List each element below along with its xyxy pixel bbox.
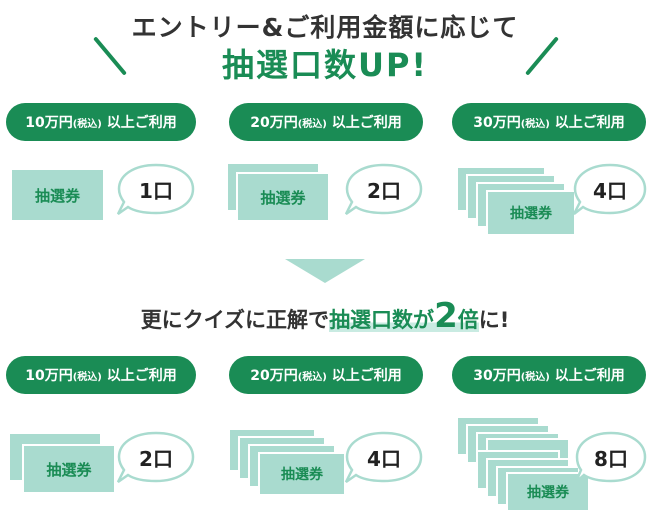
- lottery-ticket: 抽選券: [236, 172, 330, 222]
- lottery-ticket: 抽選券: [22, 444, 116, 494]
- tier-amount: 30万円: [473, 368, 521, 384]
- tier-pill-200k: 20万円(税込) 以上ご利用: [229, 103, 423, 141]
- headline-entry-amount: エントリー&ご利用金額に応じて: [131, 13, 519, 42]
- headline-chances-up: 抽選口数UP!: [221, 46, 429, 84]
- quiz-suffix: に!: [478, 308, 510, 332]
- tier-suffix: 以上ご利用: [554, 368, 625, 384]
- chance-bubble: 2口: [344, 160, 424, 218]
- tier-tax-note: (税込): [72, 371, 102, 383]
- tier-pill-200k-quiz: 20万円(税込) 以上ご利用: [229, 356, 423, 394]
- chance-count: 1口: [139, 178, 173, 203]
- quiz-prefix: 更にクイズに正解で: [140, 308, 330, 332]
- tier-suffix: 以上ご利用: [106, 368, 177, 384]
- down-arrow-icon: [285, 259, 365, 283]
- tier-amount: 30万円: [473, 115, 521, 131]
- lottery-ticket: 抽選券: [258, 452, 346, 496]
- quiz-bonus-headline: 更にクイズに正解で抽選口数が2倍に!: [0, 296, 650, 336]
- tier-tax-note: (税込): [297, 118, 327, 130]
- chance-bubble: 2口: [116, 428, 196, 486]
- tier-pill-300k: 30万円(税込) 以上ご利用: [452, 103, 646, 141]
- tier-pill-300k-quiz: 30万円(税込) 以上ご利用: [452, 356, 646, 394]
- tier-suffix: 以上ご利用: [331, 115, 402, 131]
- tier-amount: 20万円: [250, 368, 298, 384]
- tier-amount: 20万円: [250, 115, 298, 131]
- chance-count: 2口: [367, 178, 401, 203]
- tier-suffix: 以上ご利用: [106, 115, 177, 131]
- tier-suffix: 以上ご利用: [331, 368, 402, 384]
- tier-amount: 10万円: [25, 115, 73, 131]
- tier-tax-note: (税込): [520, 118, 550, 130]
- tier-pill-100k-quiz: 10万円(税込) 以上ご利用: [6, 356, 196, 394]
- chance-count: 4口: [367, 446, 401, 471]
- quiz-multiplier: 2: [434, 296, 458, 336]
- tier-tax-note: (税込): [297, 371, 327, 383]
- tier-tax-note: (税込): [72, 118, 102, 130]
- chance-bubble: 1口: [116, 160, 196, 218]
- tier-pill-100k: 10万円(税込) 以上ご利用: [6, 103, 196, 141]
- chance-count: 8口: [594, 446, 628, 471]
- quiz-highlight: 抽選口数が2倍: [329, 296, 479, 336]
- lottery-ticket: 抽選券: [506, 472, 590, 512]
- chance-count: 2口: [139, 446, 173, 471]
- tier-tax-note: (税込): [520, 371, 550, 383]
- chance-count: 4口: [593, 178, 627, 203]
- chance-bubble: 4口: [572, 160, 648, 218]
- lottery-ticket: 抽選券: [10, 168, 105, 222]
- lottery-ticket: 抽選券: [486, 190, 576, 236]
- chance-bubble: 8口: [574, 428, 648, 486]
- chance-bubble: 4口: [344, 428, 424, 486]
- tier-amount: 10万円: [25, 368, 73, 384]
- quiz-unit: 倍: [457, 308, 479, 332]
- tier-suffix: 以上ご利用: [554, 115, 625, 131]
